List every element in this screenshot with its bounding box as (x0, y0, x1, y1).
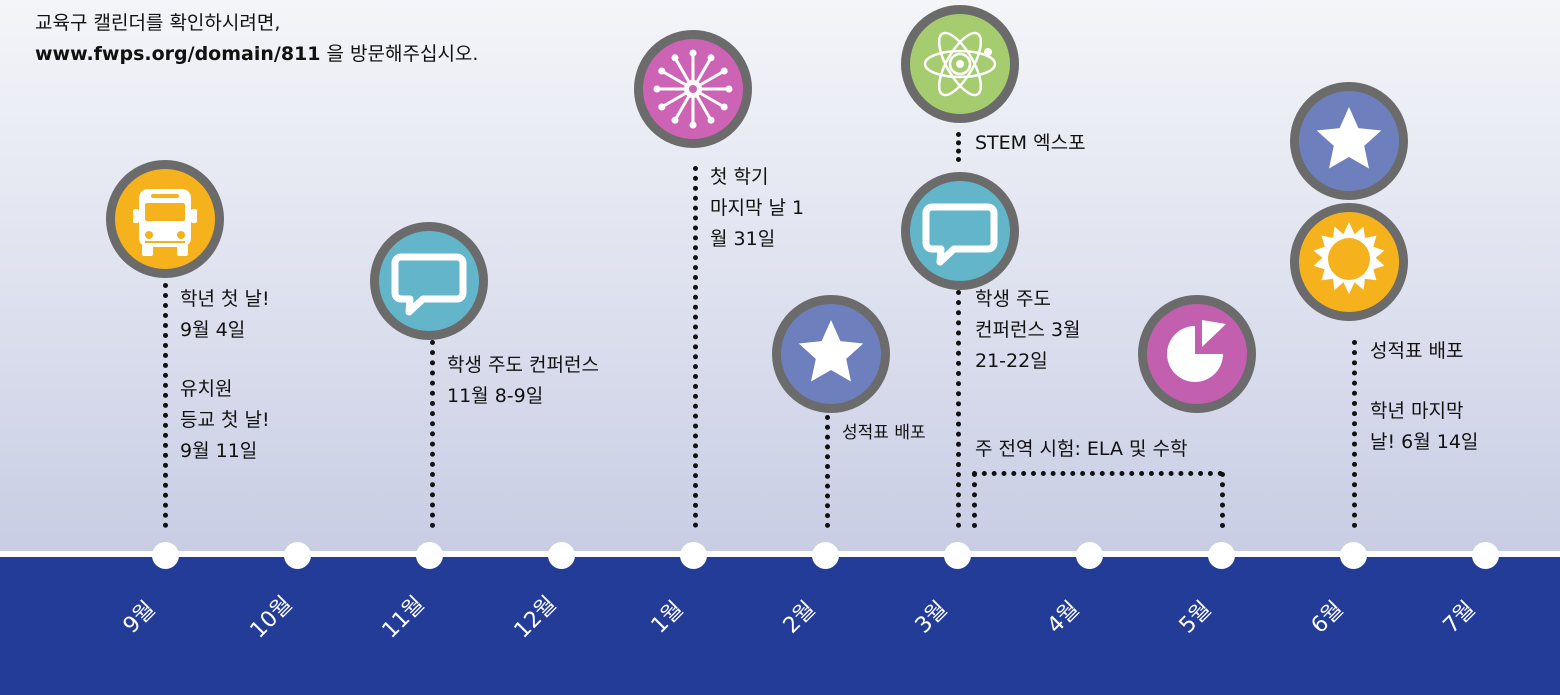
snowflake-icon (634, 30, 752, 148)
event-nov-conference: 학생 주도 컨퍼런스 11월 8-9일 (447, 350, 599, 412)
connector-last-day (1352, 340, 1357, 528)
event-semester-end: 첫 학기 마지막 날 1 월 31일 (710, 162, 804, 255)
event-stem-expo: STEM 엑스포 (975, 128, 1086, 159)
event-state-tests: 주 전역 시험: ELA 및 수학 (975, 434, 1187, 465)
month-marker-nov (416, 542, 443, 569)
event-text: 9월 4일 (180, 319, 246, 341)
month-marker-sep (152, 542, 179, 569)
star-icon (1290, 82, 1408, 200)
month-marker-jun (1340, 542, 1367, 569)
timeline-band (0, 555, 1560, 695)
calendar-note-line1: 교육구 캘린더를 확인하시려면, (35, 12, 281, 34)
event-text: 학생 주도 컨퍼런스 (447, 354, 599, 376)
month-marker-feb (812, 542, 839, 569)
pie-chart-icon (1138, 295, 1256, 413)
event-kinder-first-day: 유치원 등교 첫 날! 9월 11일 (180, 374, 270, 467)
connector-semester-end (693, 166, 698, 528)
star-icon (772, 295, 890, 413)
connector-nov-conference (430, 340, 435, 528)
event-text: 학생 주도 (975, 288, 1051, 310)
event-first-day: 학년 첫 날! 9월 4일 (180, 284, 270, 346)
event-mar-conference: 학생 주도 컨퍼런스 3월 21-22일 (975, 284, 1081, 377)
event-text: 날! 6월 14일 (1370, 431, 1479, 453)
connector-tests-span (972, 471, 1223, 476)
month-marker-dec (548, 542, 575, 569)
atom-icon (901, 5, 1019, 123)
event-text: 컨퍼런스 3월 (975, 319, 1081, 341)
calendar-note-line2: www.fwps.org/domain/811 을 방문해주십시오. (35, 39, 478, 70)
connector-tests-start (972, 472, 977, 528)
event-text: 성적표 배포 (1370, 340, 1464, 362)
connector-stem-expo (956, 132, 961, 162)
event-feb-report: 성적표 배포 (842, 418, 926, 449)
event-text: 유치원 (180, 378, 233, 400)
event-text: 11월 8-9일 (447, 385, 544, 407)
connector-first-day (163, 283, 168, 528)
event-text: 마지막 날 1 (710, 197, 805, 219)
connector-tests-end (1220, 472, 1225, 528)
month-marker-jan (680, 542, 707, 569)
event-text: 주 전역 시험: ELA 및 수학 (975, 438, 1188, 460)
event-text: 성적표 배포 (842, 423, 926, 443)
calendar-link[interactable]: www.fwps.org/domain/811 (35, 43, 321, 65)
event-text: 21-22일 (975, 350, 1048, 372)
timeline-axis (0, 551, 1560, 557)
connector-feb-report (825, 415, 830, 528)
event-last-day: 학년 마지막 날! 6월 14일 (1370, 396, 1478, 458)
event-text: 등교 첫 날! (180, 409, 270, 431)
month-marker-oct (284, 542, 311, 569)
event-text: 9월 11일 (180, 440, 258, 462)
event-text: 첫 학기 (710, 166, 769, 188)
connector-mar-conference (956, 290, 961, 528)
month-marker-jul (1472, 542, 1499, 569)
speech-bubble-icon (901, 172, 1019, 290)
calendar-note-suffix: 을 방문해주십시오. (320, 43, 479, 65)
event-text: 학년 마지막 (1370, 400, 1464, 422)
event-text: 월 31일 (710, 228, 776, 250)
event-jun-report: 성적표 배포 (1370, 336, 1463, 367)
speech-bubble-icon (370, 222, 488, 340)
school-bus-icon (106, 160, 224, 278)
month-marker-mar (944, 542, 971, 569)
event-text: 학년 첫 날! (180, 288, 270, 310)
month-marker-may (1208, 542, 1235, 569)
sun-icon (1290, 203, 1408, 321)
event-text: STEM 엑스포 (975, 132, 1086, 154)
calendar-note: 교육구 캘린더를 확인하시려면, www.fwps.org/domain/811… (35, 8, 478, 70)
month-marker-apr (1076, 542, 1103, 569)
